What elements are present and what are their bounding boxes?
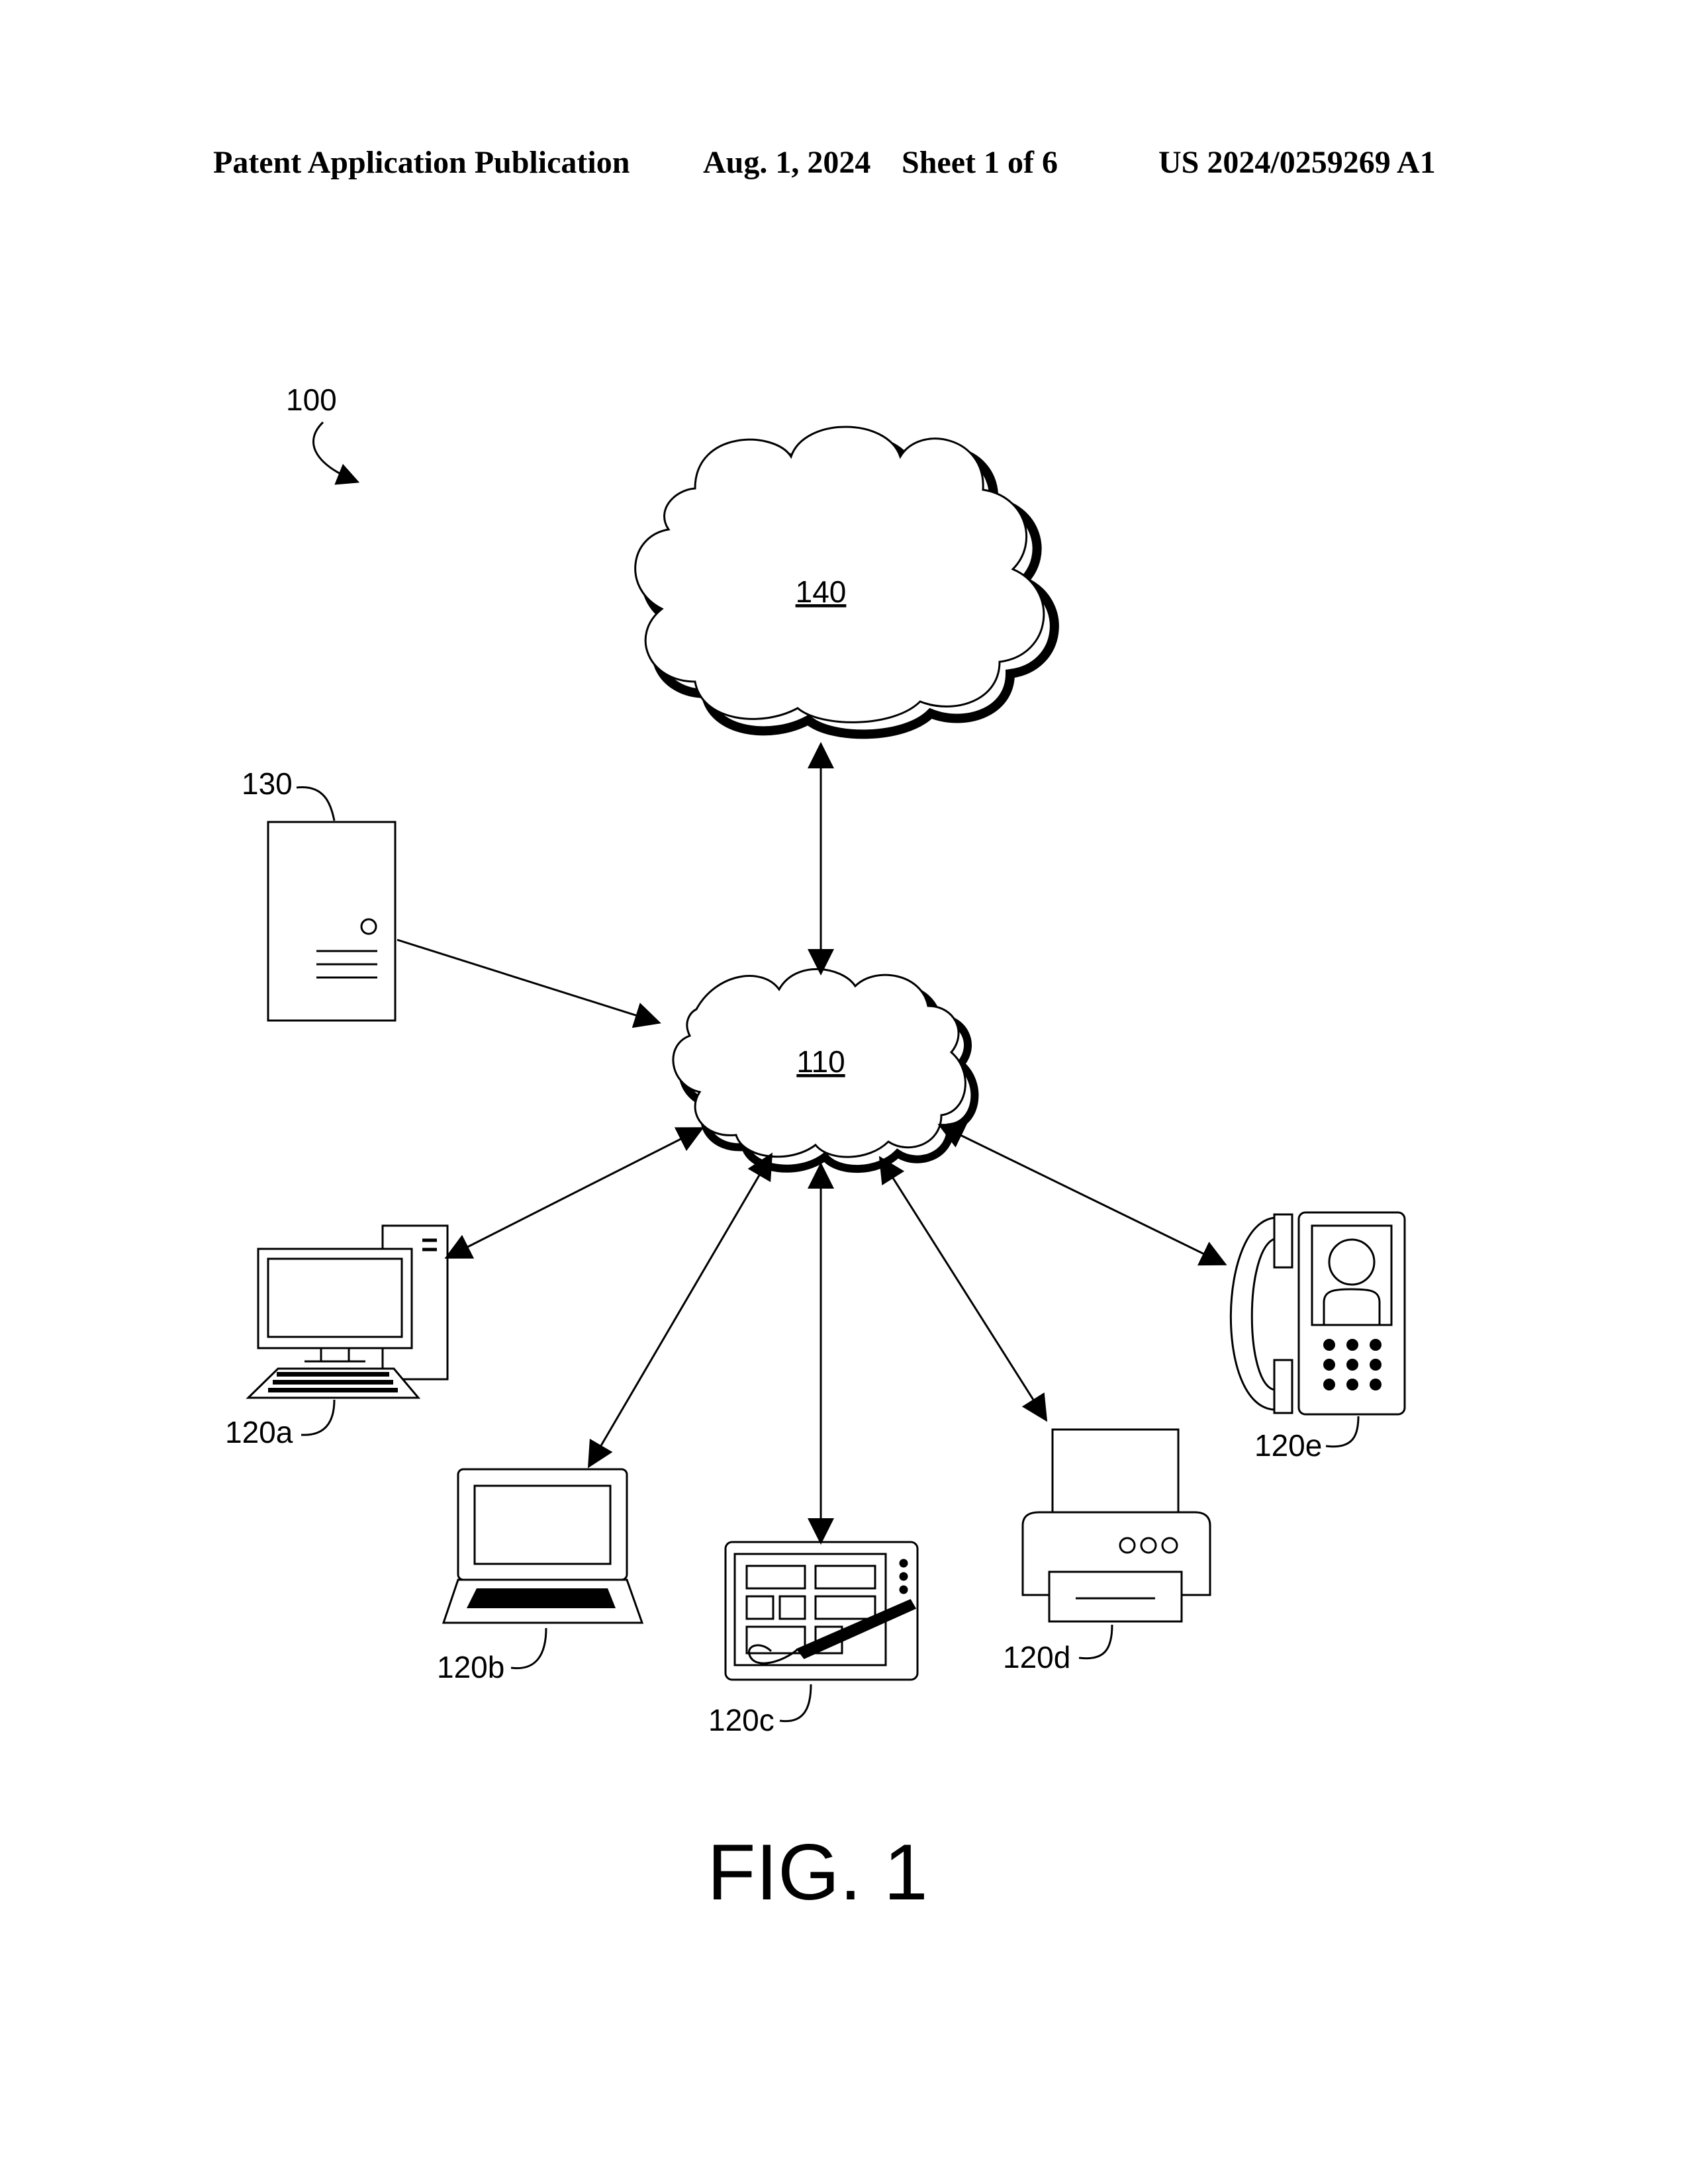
- phone-leader: [1326, 1416, 1358, 1447]
- link-120b-110-arrow: [589, 1155, 771, 1466]
- tablet-with-stylus-icon: [726, 1542, 917, 1680]
- laptop-leader: [511, 1628, 546, 1668]
- desktop-label: 120a: [225, 1415, 293, 1449]
- tablet-label: 120c: [708, 1703, 774, 1737]
- server-leader: [297, 787, 334, 821]
- system-pointer-arrow: [313, 422, 357, 482]
- printer-leader: [1079, 1625, 1112, 1659]
- desktop-leader: [301, 1400, 334, 1435]
- network-cloud-label: 110: [796, 1044, 845, 1079]
- figure-caption: FIG. 1: [707, 1828, 927, 1917]
- tablet-leader: [780, 1684, 811, 1721]
- link-120a-110-arrow: [447, 1128, 702, 1257]
- laptop-label: 120b: [437, 1650, 504, 1684]
- link-130-110-arrow: [397, 940, 659, 1023]
- printer-label: 120d: [1003, 1640, 1070, 1674]
- link-120d-110-arrow: [880, 1158, 1046, 1420]
- video-phone-icon: [1231, 1212, 1405, 1414]
- server-label: 130: [242, 766, 293, 801]
- link-120e-110-arrow: [940, 1125, 1225, 1264]
- system-label: 100: [286, 383, 337, 417]
- laptop-icon: [444, 1469, 642, 1623]
- server-tower-icon: [268, 822, 395, 1021]
- desktop-computer-icon: [248, 1226, 447, 1398]
- cloud-top-label: 140: [796, 574, 847, 609]
- phone-label: 120e: [1254, 1428, 1322, 1463]
- printer-icon: [1023, 1430, 1210, 1621]
